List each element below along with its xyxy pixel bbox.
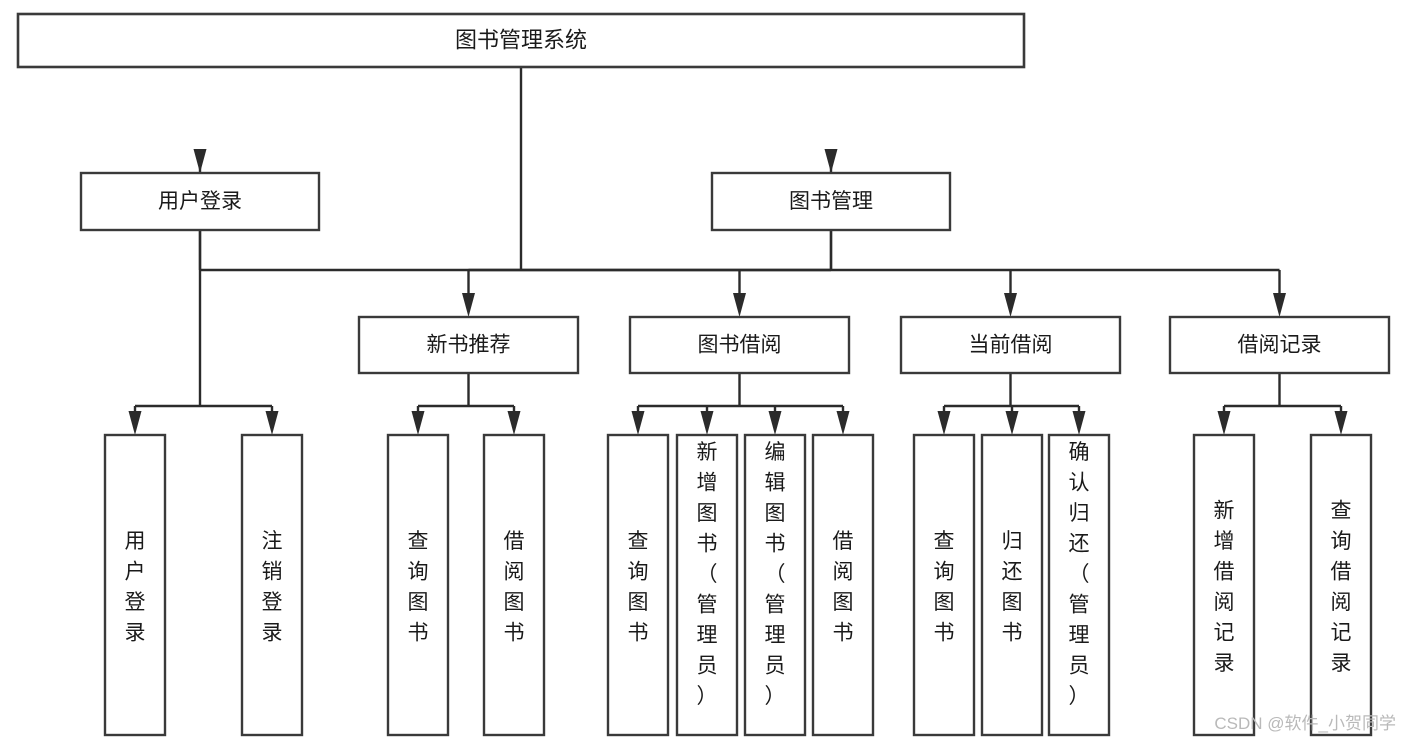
node-label-leaf-add-book-admin: 新增图书（管理员） (697, 441, 718, 708)
node-leaf-return-book[interactable]: 归还图书 (980, 433, 1044, 737)
arrow-head-icon (462, 293, 475, 317)
node-leaf-confirm-return-admin[interactable]: 确认归还（管理员） (1047, 433, 1111, 737)
node-new-book-recommend[interactable]: 新书推荐 (357, 315, 580, 375)
node-leaf-add-borrow-record[interactable]: 新增借阅记录 (1192, 433, 1256, 737)
node-leaf-add-book-admin[interactable]: 新增图书（管理员） (675, 433, 739, 737)
connector-group-borrow-record (1217, 373, 1348, 435)
node-label-leaf-borrow-book: 借阅图书 (833, 530, 854, 645)
node-label-borrow-record: 借阅记录 (1238, 334, 1322, 357)
arrow-head-icon (824, 149, 838, 173)
node-box-leaf-add-book-admin[interactable] (675, 433, 739, 737)
node-label-leaf-query-book-current: 查询图书 (934, 530, 955, 645)
node-layer: 图书管理系统用户登录图书管理新书推荐图书借阅当前借阅借阅记录用户登录注销登录查询… (16, 12, 1391, 737)
node-box-borrow-record[interactable] (1168, 315, 1391, 375)
arrow-head-icon (1217, 411, 1231, 435)
node-label-root: 图书管理系统 (455, 27, 587, 52)
node-leaf-query-borrow-record[interactable]: 查询借阅记录 (1309, 433, 1373, 737)
connector-group-new-book-recommend (411, 373, 521, 435)
node-box-leaf-confirm-return-admin[interactable] (1047, 433, 1111, 737)
node-box-leaf-add-borrow-record[interactable] (1192, 433, 1256, 737)
node-label-book-manage: 图书管理 (789, 190, 873, 213)
node-box-root[interactable] (16, 12, 1026, 69)
arrow-head-icon (836, 411, 850, 435)
node-leaf-query-book-borrow[interactable]: 查询图书 (606, 433, 670, 737)
node-box-leaf-query-book-borrow[interactable] (606, 433, 670, 737)
node-box-leaf-query-borrow-record[interactable] (1309, 433, 1373, 737)
node-box-leaf-return-book[interactable] (980, 433, 1044, 737)
arrow-head-icon (1273, 293, 1286, 317)
arrow-head-icon (128, 411, 142, 435)
node-label-leaf-user-login: 用户登录 (125, 530, 146, 645)
arrow-head-icon (507, 411, 521, 435)
connector-group-user-login (128, 230, 279, 435)
watermark-layer: CSDN @软件_小贺同学 (1214, 714, 1396, 733)
node-box-leaf-edit-book-admin[interactable] (743, 433, 807, 737)
connector-group-book-manage (462, 230, 1286, 317)
node-borrow-record[interactable]: 借阅记录 (1168, 315, 1391, 375)
node-user-login[interactable]: 用户登录 (79, 171, 321, 232)
node-label-leaf-logout: 注销登录 (262, 530, 283, 645)
node-box-current-borrow[interactable] (899, 315, 1122, 375)
node-label-new-book-recommend: 新书推荐 (427, 334, 511, 357)
arrow-head-icon (193, 149, 207, 173)
node-leaf-edit-book-admin[interactable]: 编辑图书（管理员） (743, 433, 807, 737)
node-label-book-borrow: 图书借阅 (698, 334, 782, 357)
arrow-head-icon (631, 411, 645, 435)
connector-group-root (193, 67, 838, 272)
node-label-leaf-add-borrow-record: 新增借阅记录 (1214, 500, 1235, 676)
node-box-leaf-user-login[interactable] (103, 433, 167, 737)
node-label-leaf-query-book-borrow: 查询图书 (628, 530, 649, 645)
node-current-borrow[interactable]: 当前借阅 (899, 315, 1122, 375)
connector-group-book-borrow (631, 373, 850, 435)
node-leaf-borrow-book[interactable]: 借阅图书 (811, 433, 875, 737)
arrow-head-icon (1005, 411, 1019, 435)
arrow-head-icon (411, 411, 425, 435)
node-label-leaf-borrow-book-recommend: 借阅图书 (504, 530, 525, 645)
csdn-watermark: CSDN @软件_小贺同学 (1214, 714, 1396, 733)
node-leaf-logout[interactable]: 注销登录 (240, 433, 304, 737)
node-label-leaf-edit-book-admin: 编辑图书（管理员） (765, 441, 786, 708)
node-box-leaf-query-book-current[interactable] (912, 433, 976, 737)
arrow-head-icon (733, 293, 746, 317)
node-box-leaf-query-book-recommend[interactable] (386, 433, 450, 737)
node-leaf-user-login[interactable]: 用户登录 (103, 433, 167, 737)
node-leaf-query-book-current[interactable]: 查询图书 (912, 433, 976, 737)
arrow-head-icon (1334, 411, 1348, 435)
node-book-manage[interactable]: 图书管理 (710, 171, 952, 232)
node-root[interactable]: 图书管理系统 (16, 12, 1026, 69)
arrow-head-icon (265, 411, 279, 435)
arrow-head-icon (1072, 411, 1086, 435)
node-box-book-manage[interactable] (710, 171, 952, 232)
arrow-head-icon (937, 411, 951, 435)
node-box-book-borrow[interactable] (628, 315, 851, 375)
node-box-leaf-borrow-book[interactable] (811, 433, 875, 737)
node-box-leaf-borrow-book-recommend[interactable] (482, 433, 546, 737)
arrow-head-icon (768, 411, 782, 435)
node-label-current-borrow: 当前借阅 (969, 334, 1053, 357)
arrow-head-icon (700, 411, 714, 435)
node-label-leaf-return-book: 归还图书 (1002, 530, 1023, 645)
node-label-leaf-confirm-return-admin: 确认归还（管理员） (1069, 441, 1090, 708)
connector-layer (128, 67, 1348, 435)
connector-group-current-borrow (937, 373, 1086, 435)
node-label-leaf-query-borrow-record: 查询借阅记录 (1331, 500, 1352, 676)
node-label-user-login: 用户登录 (158, 190, 242, 213)
node-box-leaf-logout[interactable] (240, 433, 304, 737)
node-leaf-borrow-book-recommend[interactable]: 借阅图书 (482, 433, 546, 737)
node-leaf-query-book-recommend[interactable]: 查询图书 (386, 433, 450, 737)
node-book-borrow[interactable]: 图书借阅 (628, 315, 851, 375)
node-box-user-login[interactable] (79, 171, 321, 232)
arrow-head-icon (1004, 293, 1017, 317)
node-label-leaf-query-book-recommend: 查询图书 (408, 530, 429, 645)
node-box-new-book-recommend[interactable] (357, 315, 580, 375)
